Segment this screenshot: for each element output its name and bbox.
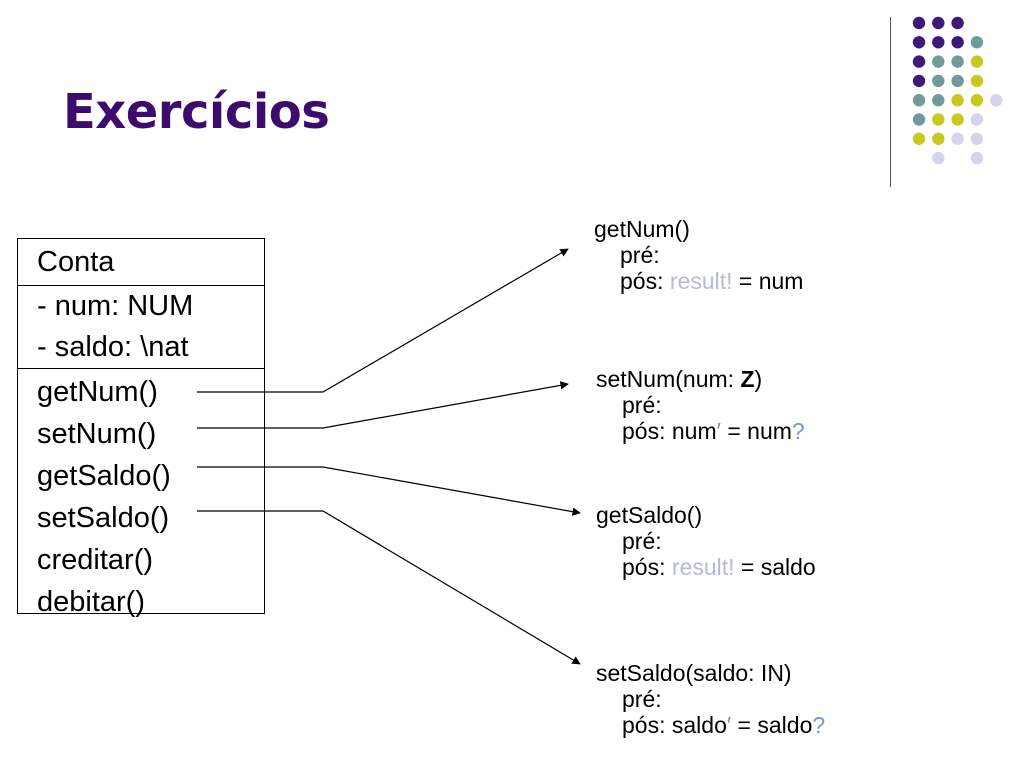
- decorative-dot: [932, 55, 945, 68]
- sig-start: setNum(num:: [596, 366, 741, 392]
- uml-attribute-num: - num: NUM: [37, 290, 194, 322]
- post-var: saldo: [671, 712, 727, 738]
- uml-class-name-section: Conta: [18, 239, 264, 286]
- decorative-divider: [890, 17, 891, 187]
- spec-setnum-pre: pré:: [622, 392, 662, 418]
- decorative-dot: [970, 132, 984, 145]
- spec-setsaldo-signature: setSaldo(saldo: IN): [596, 660, 792, 686]
- spec-getnum-post: pós: result! = num: [594, 268, 803, 294]
- post-prime: ′: [726, 712, 732, 738]
- spec-setnum: setNum(num: Z) pré: pós: num′ = num?: [596, 366, 805, 444]
- spec-getnum: getNum() pré: pós: result! = num: [594, 216, 803, 294]
- uml-attributes-section: - num: NUM - saldo: \nat: [18, 286, 264, 369]
- decorative-dot: [912, 16, 926, 30]
- post-q: ?: [791, 418, 805, 444]
- post-result: result!: [671, 554, 735, 580]
- decorative-dot-grid: [912, 16, 1003, 165]
- spec-setsaldo-pre: pré:: [622, 686, 662, 712]
- decorative-dot: [912, 55, 926, 68]
- decorative-dot: [912, 36, 926, 49]
- post-rest: = saldo: [734, 554, 816, 580]
- decorative-dot: [932, 36, 945, 49]
- decorative-dot: [990, 94, 1003, 107]
- uml-class-name: Conta: [37, 246, 115, 278]
- decorative-dot: [932, 132, 945, 145]
- post-result: result!: [669, 268, 733, 294]
- spec-getsaldo-post: pós: result! = saldo: [596, 554, 816, 580]
- uml-method-creditar: creditar(): [37, 544, 154, 576]
- decorative-dot: [951, 94, 964, 107]
- decorative-dot: [932, 151, 945, 165]
- slide-title: Exercícios: [63, 84, 330, 140]
- uml-method-getnum: getNum(): [37, 376, 158, 408]
- post-label: pós:: [622, 712, 672, 738]
- decorative-dot: [912, 94, 926, 107]
- decorative-dot: [932, 74, 945, 88]
- post-label: pós:: [622, 554, 666, 580]
- decorative-dot: [970, 36, 984, 49]
- decorative-dot: [912, 113, 926, 126]
- sig-end: ): [754, 366, 763, 392]
- spec-setnum-post: pós: num′ = num?: [596, 418, 805, 444]
- post-label: pós:: [620, 268, 664, 294]
- post-mid: = saldo: [731, 712, 813, 738]
- decorative-dot: [951, 36, 964, 49]
- uml-method-setsaldo: setSaldo(): [37, 502, 170, 534]
- decorative-dot: [951, 16, 964, 30]
- spec-getnum-signature: getNum(): [594, 216, 690, 242]
- uml-method-debitar: debitar(): [37, 586, 145, 618]
- decorative-dot: [932, 16, 945, 30]
- post-label: pós:: [622, 418, 672, 444]
- post-mid: = num: [720, 418, 792, 444]
- decorative-dot: [912, 132, 926, 145]
- post-q: ?: [812, 712, 826, 738]
- uml-method-setnum: setNum(): [37, 418, 157, 450]
- decorative-dot: [912, 74, 926, 88]
- spec-getsaldo: getSaldo() pré: pós: result! = saldo: [596, 502, 816, 580]
- decorative-dot: [951, 55, 964, 68]
- decorative-dot: [970, 55, 984, 68]
- decorative-dot: [951, 74, 964, 88]
- post-var: num: [671, 418, 717, 444]
- decorative-dot: [970, 94, 984, 107]
- decorative-dot: [970, 151, 984, 165]
- sig-type: Z: [740, 366, 755, 392]
- decorative-dot: [970, 113, 984, 126]
- spec-getsaldo-pre: pré:: [622, 528, 662, 554]
- uml-attribute-saldo: - saldo: \nat: [37, 331, 189, 363]
- uml-class-box: Conta - num: NUM - saldo: \nat getNum() …: [17, 238, 265, 618]
- spec-getsaldo-signature: getSaldo(): [596, 502, 703, 528]
- spec-getnum-pre: pré:: [620, 242, 660, 268]
- post-rest: = num: [732, 268, 804, 294]
- decorative-dot: [932, 113, 945, 126]
- uml-methods-section: getNum() setNum() getSaldo() setSaldo() …: [18, 369, 264, 623]
- decorative-dot: [951, 113, 964, 126]
- decorative-dot: [970, 74, 984, 88]
- uml-method-getsaldo: getSaldo(): [37, 460, 171, 492]
- spec-setsaldo: setSaldo(saldo: IN) pré: pós: saldo′ = s…: [596, 660, 825, 738]
- post-prime: ′: [716, 418, 721, 444]
- decorative-dot: [932, 94, 945, 107]
- spec-setnum-signature: setNum(num: Z): [596, 366, 805, 392]
- spec-setsaldo-post: pós: saldo′ = saldo?: [596, 712, 825, 738]
- decorative-dot: [951, 132, 964, 145]
